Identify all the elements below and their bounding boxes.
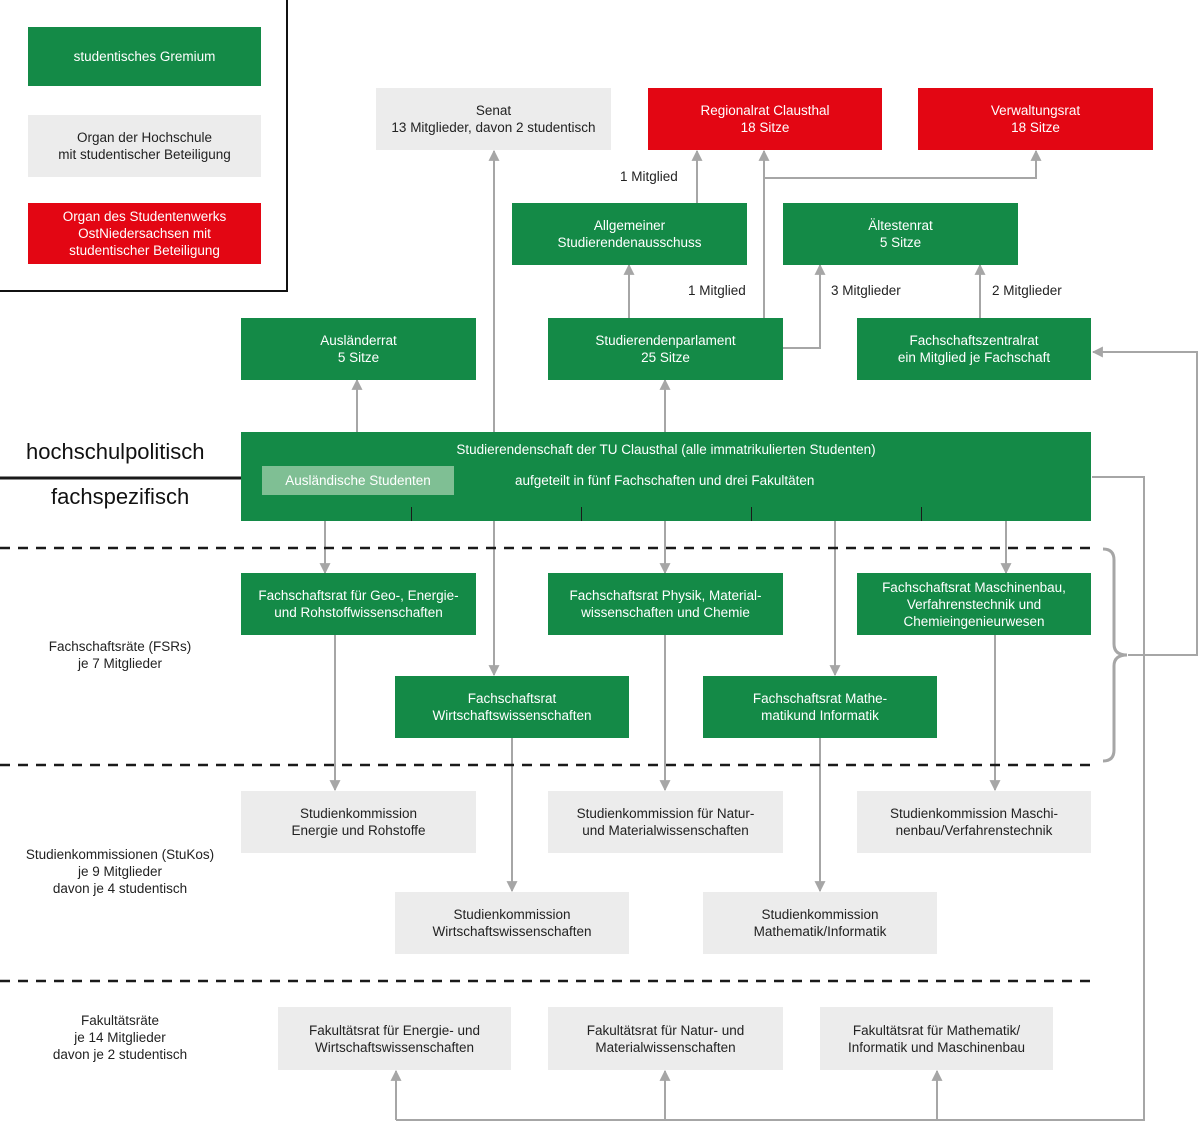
line-to-fakultaetsraete <box>396 476 1145 1121</box>
fsr-maschinenbau-box: Fachschaftsrat Maschinenbau, Verfahrenst… <box>857 573 1091 635</box>
fakultaetsrat-natur-box: Fakultätsrat für Natur- und Materialwiss… <box>548 1007 783 1070</box>
auslaendische-studenten-box: Ausländische Studenten <box>262 466 454 495</box>
fachschaft-divider <box>751 507 752 521</box>
studierendenschaft-title: Studierendenschaft der TU Clausthal (all… <box>456 442 876 457</box>
fsr-mathe-box: Fachschaftsrat Mathe- matikund Informati… <box>703 676 937 738</box>
parlament-box: Studierendenparlament 25 Sitze <box>548 318 783 380</box>
fsr-physik-box: Fachschaftsrat Physik, Material- wissens… <box>548 573 783 635</box>
section-label-fsr: Fachschaftsräte (FSRs) je 7 Mitglieder <box>48 639 192 671</box>
fsr-wiwi-box: Fachschaftsrat Wirtschaftswissenschaften <box>395 676 629 738</box>
fsr-brace <box>1102 547 1128 763</box>
stuko-energie-box: Studienkommission Energie und Rohstoffe <box>241 791 476 853</box>
section-label-fakultaetsraete: Fakultätsräte je 14 Mitglieder davon je … <box>52 1013 188 1062</box>
level-fachspezifisch: fachspezifisch <box>51 484 190 509</box>
regionalrat-box: Regionalrat Clausthal 18 Sitze <box>648 88 882 150</box>
section-label-stukos: Studienkommissionen (StuKos) je 9 Mitgli… <box>25 847 215 896</box>
legend-student-body: studentisches Gremium <box>28 27 261 86</box>
fachschaft-divider <box>581 507 582 521</box>
stuko-wiwi-box: Studienkommission Wirtschaftswissenschaf… <box>395 892 629 954</box>
verwaltungsrat-box: Verwaltungsrat 18 Sitze <box>918 88 1153 150</box>
aeltestenrat-box: Ältestenrat 5 Sitze <box>783 203 1018 265</box>
stuko-maschinenbau-box: Studienkommission Maschi- nenbau/Verfahr… <box>857 791 1091 853</box>
legend-frame <box>0 0 288 292</box>
fachschaftszentralrat-box: Fachschaftszentralrat ein Mitglied je Fa… <box>857 318 1091 380</box>
legend-university-organ: Organ der Hochschule mit studentischer B… <box>28 115 261 177</box>
label-asta-regionalrat: 1 Mitglied <box>620 169 678 184</box>
fakultaetsrat-energie-wiwi-box: Fakultätsrat für Energie- und Wirtschaft… <box>278 1007 511 1070</box>
fsr-geo-box: Fachschaftsrat für Geo-, Energie- und Ro… <box>241 573 476 635</box>
label-parlament-aeltestenrat: 3 Mitglieder <box>831 283 901 298</box>
studierendenschaft-subtitle: aufgeteilt in fünf Fachschaften und drei… <box>515 473 815 488</box>
fachschaft-divider <box>921 507 922 521</box>
asta-box: Allgemeiner Studierendenausschuss <box>512 203 747 265</box>
legend-studentenwerk-organ: Organ des Studentenwerks OstNiedersachse… <box>28 203 261 264</box>
level-hochschulpolitisch: hochschulpolitisch <box>26 439 205 464</box>
fakultaetsrat-mathe-mb-box: Fakultätsrat für Mathematik/ Informatik … <box>820 1007 1053 1070</box>
label-parlament-asta: 1 Mitglied <box>688 283 746 298</box>
senat-box: Senat 13 Mitglieder, davon 2 studentisch <box>376 88 611 150</box>
stuko-natur-box: Studienkommission für Natur- und Materia… <box>548 791 783 853</box>
label-zentralrat-aeltestenrat: 2 Mitglieder <box>992 283 1062 298</box>
arrow-brace-zentralrat <box>1091 346 1198 656</box>
stuko-mathe-box: Studienkommission Mathematik/Informatik <box>703 892 937 954</box>
fachschaft-divider <box>411 507 412 521</box>
arrow-to-verwaltungsrat <box>764 149 1042 179</box>
auslaenderrat-box: Ausländerrat 5 Sitze <box>241 318 476 380</box>
arrow-parlament-aeltestenrat <box>783 263 826 349</box>
